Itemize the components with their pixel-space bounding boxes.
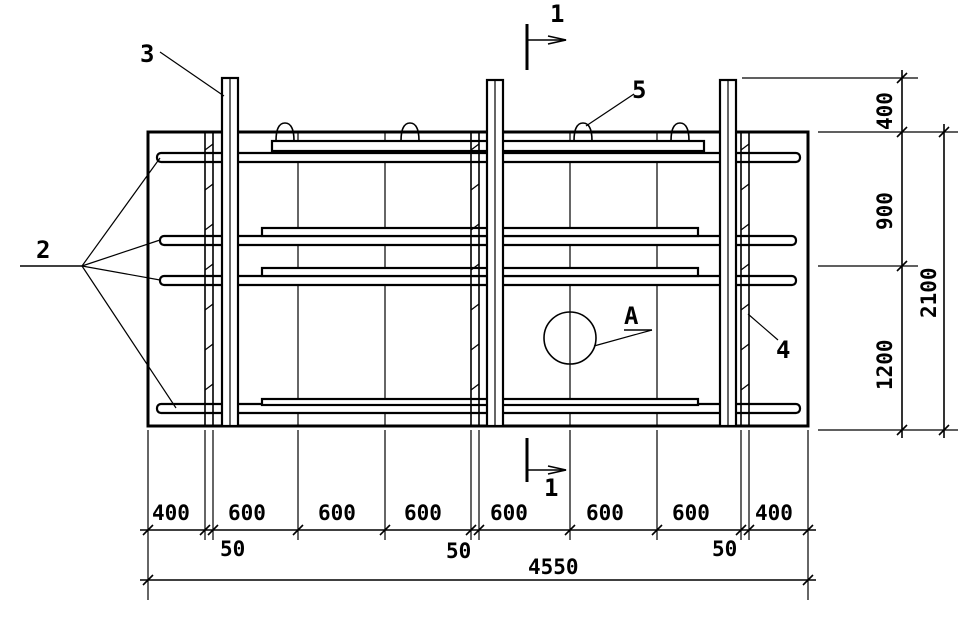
joint-strips bbox=[204, 131, 750, 427]
dim-seg-6: 600 bbox=[586, 501, 624, 525]
dim-seg-8: 400 bbox=[755, 501, 793, 525]
section-label-top: 1 bbox=[550, 0, 564, 28]
leaders: 2 3 5 4 A bbox=[20, 40, 790, 409]
position-label-4: 4 bbox=[776, 336, 790, 364]
dim-seg-5: 600 bbox=[490, 501, 528, 525]
dim-right-seg-3: 1200 bbox=[873, 339, 897, 390]
waler-middle-lower bbox=[158, 274, 798, 287]
dim-seg-3: 600 bbox=[318, 501, 356, 525]
dim-gap-1: 50 bbox=[220, 537, 245, 561]
bottom-dimensions: 400 600 600 600 600 600 600 400 50 50 50… bbox=[140, 430, 816, 600]
dim-seg-2: 600 bbox=[228, 501, 266, 525]
vertical-posts bbox=[220, 76, 738, 428]
section-mark: 1 1 bbox=[525, 0, 567, 502]
dim-gap-3: 50 bbox=[712, 537, 737, 561]
section-label-bottom: 1 bbox=[544, 474, 558, 502]
position-label-5: 5 bbox=[632, 76, 646, 104]
position-label-2: 2 bbox=[36, 236, 50, 264]
dim-right-seg-2: 900 bbox=[873, 192, 897, 230]
dim-total-height: 2100 bbox=[917, 267, 941, 318]
dim-seg-4: 600 bbox=[404, 501, 442, 525]
dim-seg-1: 400 bbox=[152, 501, 190, 525]
waler-middle-upper bbox=[158, 234, 798, 247]
dim-seg-7: 600 bbox=[672, 501, 710, 525]
dim-right-seg-1: 400 bbox=[873, 92, 897, 130]
detail-a-circle bbox=[543, 311, 597, 365]
right-dimensions: 400 900 1200 2100 bbox=[742, 70, 958, 438]
lifting-loops bbox=[275, 122, 690, 142]
position-label-3: 3 bbox=[140, 40, 154, 68]
horizontal-plates bbox=[260, 139, 706, 407]
dim-total-width: 4550 bbox=[528, 555, 579, 579]
detail-a-label: A bbox=[624, 302, 639, 330]
dim-gap-2: 50 bbox=[446, 539, 471, 563]
